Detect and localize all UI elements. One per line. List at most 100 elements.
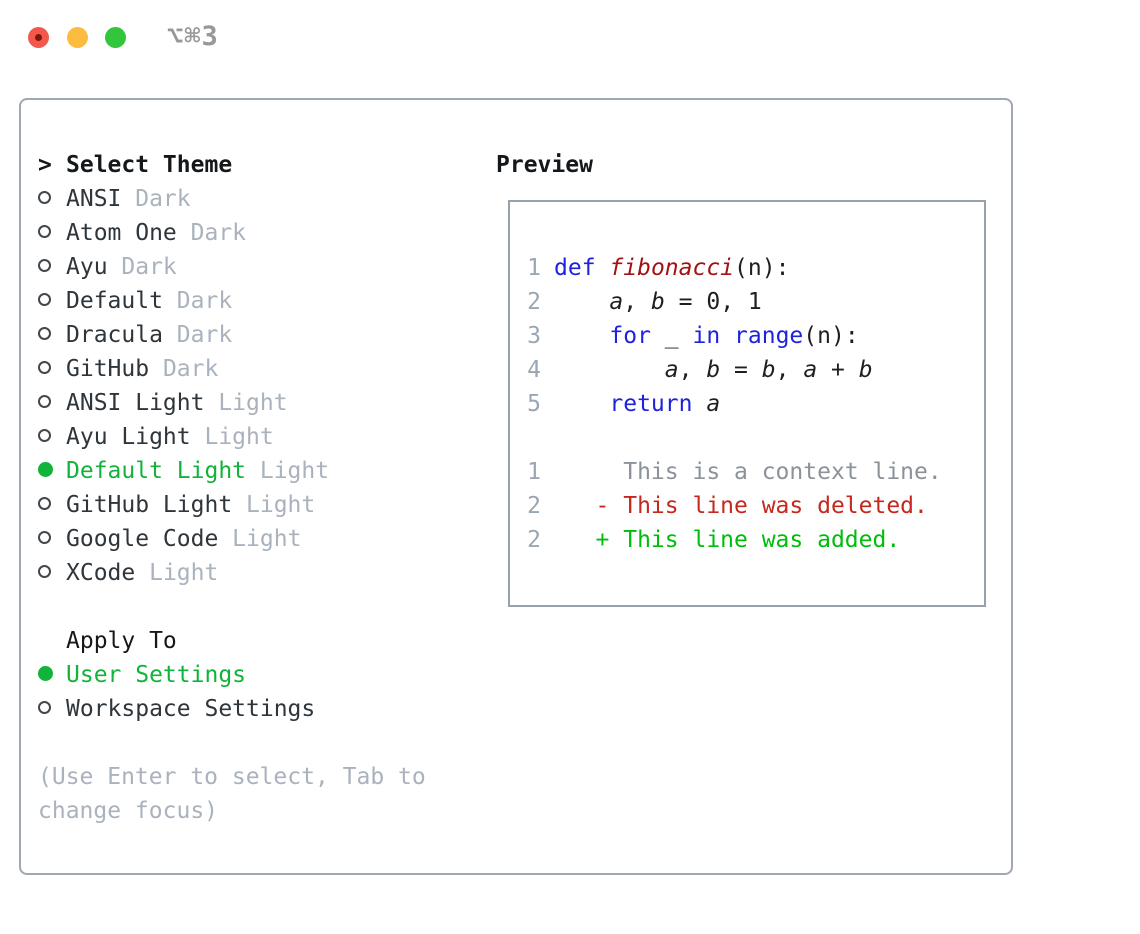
line-number: 2 [527, 289, 541, 315]
theme-option-ayu-dark[interactable]: Ayu Dark [38, 250, 493, 284]
code-token: b [706, 357, 721, 383]
line-number: 2 [527, 493, 541, 519]
code-token: a [609, 289, 624, 315]
theme-option-atom-one-dark[interactable]: Atom One Dark [38, 216, 493, 250]
theme-name: Ayu [66, 254, 108, 280]
code-token: for [609, 323, 651, 349]
theme-option-dracula-dark[interactable]: Dracula Dark [38, 318, 493, 352]
apply-option-label: Workspace Settings [66, 696, 316, 722]
preview-line [527, 421, 984, 455]
theme-name: Default [66, 288, 163, 314]
code-token: , [623, 289, 651, 315]
line-number: 1 [527, 255, 541, 281]
radio-icon [38, 522, 66, 556]
radio-icon [38, 352, 66, 386]
preview-title: Preview [496, 152, 593, 178]
radio-icon [38, 692, 66, 726]
theme-option-ansi-dark[interactable]: ANSI Dark [38, 182, 493, 216]
theme-variant: Dark [121, 186, 191, 212]
theme-option-ayu-light-light[interactable]: Ayu Light Light [38, 420, 493, 454]
radio-circle [38, 701, 51, 714]
preview-line: 1 This is a context line. [527, 455, 984, 489]
theme-variant: Light [246, 458, 330, 484]
theme-option-default-light-light[interactable]: Default Light Light [38, 454, 493, 488]
theme-option-xcode-light[interactable]: XCode Light [38, 556, 493, 590]
code-token: (n): [734, 255, 790, 281]
theme-variant: Light [190, 424, 274, 450]
zoom-button[interactable] [105, 27, 126, 48]
theme-name: GitHub [66, 356, 150, 382]
code-token: b [761, 357, 776, 383]
radio-circle [38, 327, 51, 340]
caret-icon: > [38, 152, 52, 178]
code-token [554, 323, 609, 349]
radio-circle [38, 361, 51, 374]
code-token: a [803, 357, 818, 383]
radio-circle [38, 225, 51, 238]
apply-option-workspace-settings[interactable]: Workspace Settings [38, 692, 493, 726]
preview-line: 5 return a [527, 387, 984, 421]
radio-circle [38, 191, 51, 204]
preview-line: 2 - This line was deleted. [527, 489, 984, 523]
code-token: a [664, 357, 679, 383]
code-token [692, 391, 706, 417]
line-number: 3 [527, 323, 541, 349]
code-token: (n): [803, 323, 859, 349]
theme-variant: Light [135, 560, 219, 586]
radio-circle [38, 293, 51, 306]
hint-text: (Use Enter to select, Tab to change focu… [38, 764, 426, 824]
radio-icon [38, 386, 66, 420]
radio-icon [38, 216, 66, 250]
line-number: 5 [527, 391, 541, 417]
theme-name: Atom One [66, 220, 177, 246]
select-theme-header: > Select Theme [38, 148, 493, 182]
radio-circle [38, 497, 51, 510]
preview-line: 4 a, b = b, a + b [527, 353, 984, 387]
code-token [554, 391, 609, 417]
radio-circle [38, 666, 53, 681]
theme-option-google-code-light[interactable]: Google Code Light [38, 522, 493, 556]
code-token [720, 323, 734, 349]
code-token: range [734, 323, 804, 349]
apply-option-user-settings[interactable]: User Settings [38, 658, 493, 692]
theme-option-github-dark[interactable]: GitHub Dark [38, 352, 493, 386]
spacer [38, 726, 493, 760]
preview-line: 2 + This line was added. [527, 523, 984, 557]
theme-variant: Dark [107, 254, 177, 280]
preview-line: 2 a, b = 0, 1 [527, 285, 984, 319]
code-token: def [554, 255, 596, 281]
theme-variant: Light [218, 526, 302, 552]
close-button[interactable] [28, 27, 49, 48]
code-token: fibonacci [609, 255, 735, 281]
radio-icon [38, 420, 66, 454]
radio-circle [38, 395, 51, 408]
theme-name: Default Light [66, 458, 247, 484]
line-number: 4 [527, 357, 541, 383]
theme-variant: Dark [162, 288, 233, 314]
preview-line: 1 def fibonacci(n): [527, 251, 984, 285]
radio-circle [38, 429, 51, 442]
theme-option-default-dark[interactable]: Default Dark [38, 284, 493, 318]
code-token: = 0, 1 [664, 289, 762, 315]
radio-icon [38, 556, 66, 590]
minimize-button[interactable] [67, 27, 88, 48]
theme-variant: Light [204, 390, 288, 416]
close-button-dot [35, 34, 42, 41]
code-token: b [650, 289, 665, 315]
radio-icon [38, 318, 66, 352]
theme-option-github-light-light[interactable]: GitHub Light Light [38, 488, 493, 522]
theme-option-ansi-light-light[interactable]: ANSI Light Light [38, 386, 493, 420]
theme-variant: Dark [162, 322, 233, 348]
preview-line: 3 for _ in range(n): [527, 319, 984, 353]
select-theme-header-label: Select Theme [66, 152, 233, 178]
code-token: = [720, 357, 762, 383]
theme-name: GitHub Light [66, 492, 233, 518]
code-token: + This line was added. [554, 527, 901, 553]
radio-circle [38, 259, 51, 272]
